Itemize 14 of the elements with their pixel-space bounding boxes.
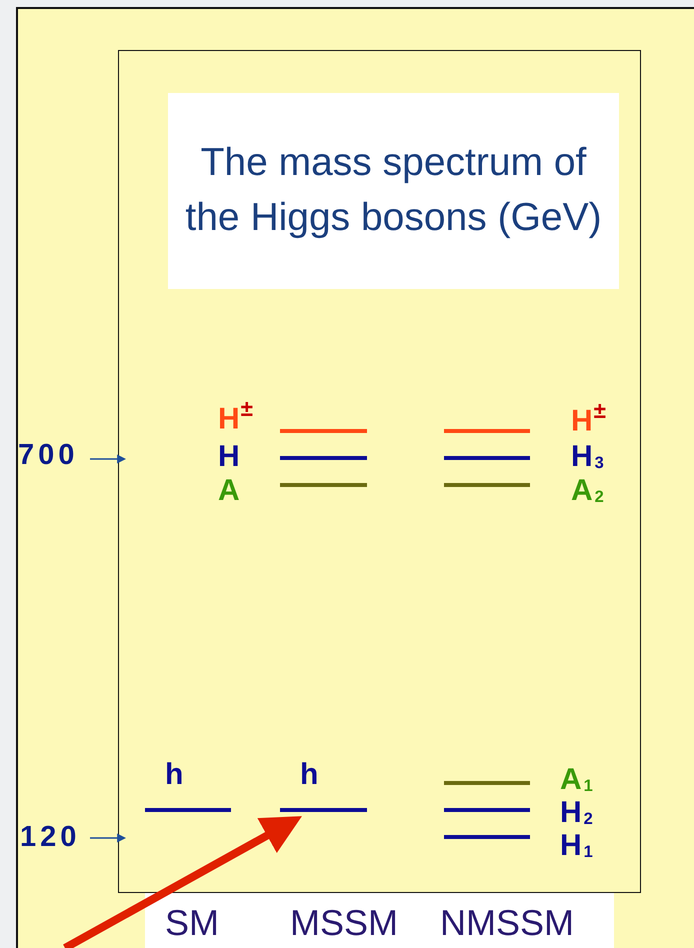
particle-label: H: [218, 442, 240, 472]
particle-label: H$^{±}$: [571, 400, 606, 436]
particle-label: H$^{±}$: [218, 398, 254, 434]
model-label: NMSSM: [440, 905, 574, 941]
axis-value: 700: [18, 441, 78, 470]
title: The mass spectrum of the Higgs bosons (GeV): [184, 140, 603, 241]
particle-label: A: [218, 476, 240, 506]
particle-label: h: [165, 760, 184, 790]
model-label: MSSM: [290, 905, 398, 941]
title-box: [168, 93, 619, 289]
model-label: SM: [165, 905, 219, 941]
axis-value: 120: [20, 823, 80, 852]
particle-label: h: [300, 760, 318, 790]
arrow: [63, 816, 302, 948]
